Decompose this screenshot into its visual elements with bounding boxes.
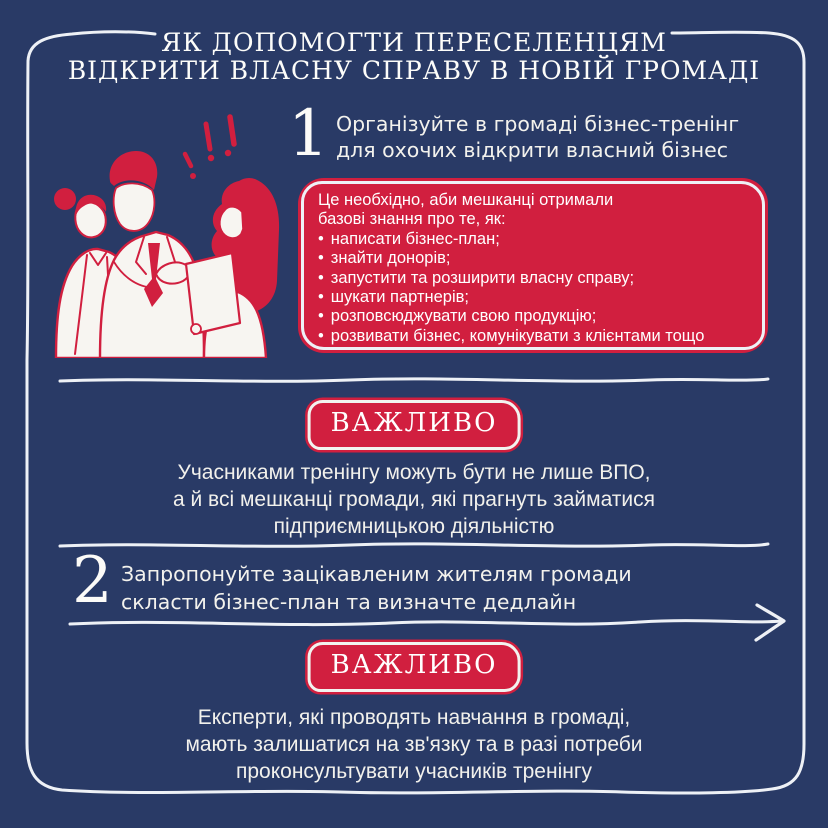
step-1-text-line2: для охочих відкрити власний бізнес — [336, 138, 728, 162]
bullet-marker: • — [318, 249, 324, 268]
bullet-text: розповсюджувати свою продукцію; — [330, 307, 597, 326]
step-2-text-line1: Запропонуйте зацікавленим жителям громад… — [121, 562, 632, 586]
woman-right-figure — [184, 178, 280, 358]
bullet-marker: • — [318, 288, 324, 307]
step-2-number: 2 — [72, 544, 113, 618]
list-item: • знайти донорів; — [318, 249, 754, 268]
people-discussion-illustration — [54, 114, 280, 358]
important-badge-1: ВАЖЛИВО — [307, 400, 521, 450]
exclamation-marks-icon — [182, 114, 237, 179]
list-item: • запустити та розширити власну справу; — [318, 269, 754, 288]
info-box-bullet-list: •написати бізнес-план; •знайти донорів; … — [318, 230, 754, 346]
step-1-number: 1 — [288, 97, 329, 171]
bullet-text: знайти донорів; — [330, 249, 451, 268]
important-text-2-line2: мають залишатися на зв'язку та в разі по… — [185, 733, 643, 756]
step-2-text-line2: скласти бізнес-план та визначте дедлайн — [121, 590, 577, 614]
important-text-1: Учасниками тренінгу можуть бути не лише … — [0, 459, 828, 540]
step-2-text: Запропонуйте зацікавленим жителям громад… — [121, 560, 632, 616]
important-text-1-line1: Учасниками тренінгу можуть бути не лише … — [177, 461, 651, 484]
divider-line-1 — [58, 377, 770, 383]
divider-line-2 — [58, 542, 770, 548]
info-box: Це необхідно, аби мешканці отримали базо… — [298, 178, 768, 353]
step-1-text-line1: Організуйте в громаді бізнес-тренінг — [336, 112, 740, 136]
info-box-intro-line1: Це необхідно, аби мешканці отримали — [318, 191, 614, 209]
page-title: ЯК ДОПОМОГТИ ПЕРЕСЕЛЕНЦЯМ ВІДКРИТИ ВЛАСН… — [0, 29, 828, 85]
important-text-2-line3: проконсультувати учасників тренінгу — [236, 760, 592, 783]
list-item: • шукати партнерів; — [318, 288, 754, 307]
list-item: • розвивати бізнес, комунікувати з клієнт… — [318, 327, 754, 346]
list-item: • написати бізнес-план; — [318, 230, 754, 249]
important-text-2-line1: Експерти, які проводять навчання в грома… — [197, 706, 631, 729]
bullet-marker: • — [318, 229, 324, 248]
step-1-text: Організуйте в громаді бізнес-тренінг для… — [336, 111, 739, 163]
bullet-text: написати бізнес-план; — [330, 229, 500, 248]
man-center-figure — [98, 151, 206, 358]
important-badge-2: ВАЖЛИВО — [307, 642, 521, 692]
info-box-intro-line2: базові знання про те, як: — [318, 210, 506, 229]
bullet-text: шукати партнерів; — [330, 288, 469, 307]
bullet-marker: • — [318, 268, 324, 287]
info-box-content: Це необхідно, аби мешканці отримали базо… — [318, 191, 754, 346]
bullet-text: запустити та розширити власну справу; — [330, 268, 635, 287]
important-text-1-line3: підприємницькою діяльністю — [273, 515, 555, 538]
page-title-line1: ЯК ДОПОМОГТИ ПЕРЕСЕЛЕНЦЯМ — [161, 28, 667, 57]
page-title-line2: ВІДКРИТИ ВЛАСНУ СПРАВУ В НОВІЙ ГРОМАДІ — [67, 56, 761, 85]
important-text-1-line2: а й всі мешканці громади, які прагнуть з… — [172, 488, 656, 511]
bullet-text: розвивати бізнес, комунікувати з клієнта… — [330, 326, 705, 345]
bullet-marker: • — [318, 307, 324, 326]
important-text-2: Експерти, які проводять навчання в грома… — [0, 704, 828, 785]
bullet-marker: • — [318, 326, 324, 345]
list-item: • розповсюджувати свою продукцію; — [318, 307, 754, 326]
